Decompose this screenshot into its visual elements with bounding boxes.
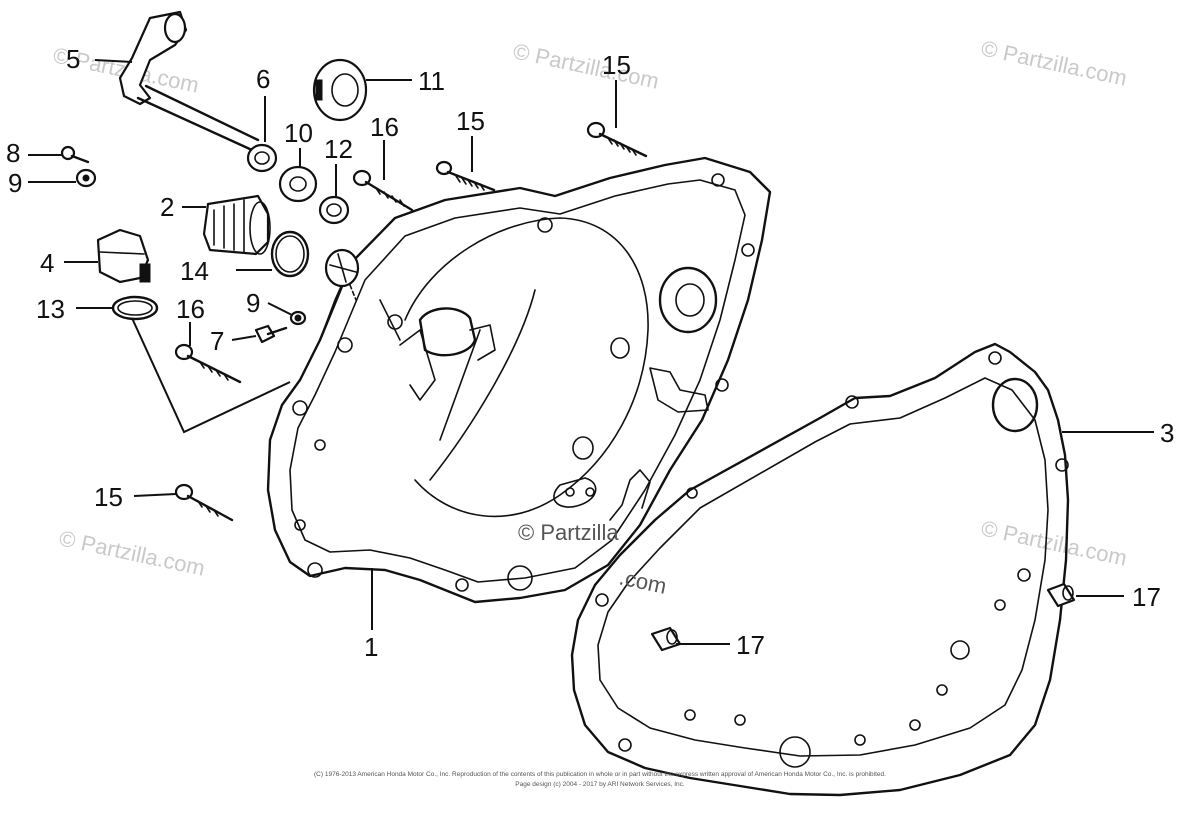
callout-7: 7 <box>210 326 224 356</box>
part-10-washer[interactable] <box>278 165 318 203</box>
callout-5: 5 <box>66 44 80 74</box>
part-11-oil-seal[interactable] <box>312 58 368 122</box>
part-1-crankcase-cover[interactable] <box>266 156 772 604</box>
callout-12: 12 <box>324 134 353 164</box>
callout-9: 9 <box>8 168 22 198</box>
part-4-filler-cap[interactable] <box>96 228 151 284</box>
part-7-bolt[interactable] <box>254 324 288 344</box>
callout-3: 3 <box>1160 418 1174 448</box>
callout-11: 11 <box>418 66 445 96</box>
center-watermark-line1: © Partzilla <box>518 520 619 545</box>
callout-16: 16 <box>176 294 205 324</box>
callout-10: 10 <box>284 118 313 148</box>
part-8-screw[interactable] <box>60 145 90 164</box>
callout-17: 17 <box>1132 582 1161 612</box>
part-12-oring[interactable] <box>318 195 350 225</box>
callout-14: 14 <box>180 256 209 286</box>
footer-line-1: (C) 1976-2013 American Honda Motor Co., … <box>314 771 886 778</box>
bolt-16-b[interactable] <box>174 343 242 384</box>
part-9-washer-b[interactable] <box>289 310 307 326</box>
callout-6: 6 <box>256 64 270 94</box>
part-14-oring[interactable] <box>270 230 310 278</box>
watermark: © Partzilla.com <box>57 525 207 580</box>
callout-15: 15 <box>456 106 485 136</box>
callout-numbers: 5 6 11 10 12 16 15 15 8 9 2 4 14 13 16 9… <box>6 44 1174 662</box>
callout-1: 1 <box>364 632 378 662</box>
footer-copyright: (C) 1976-2013 American Honda Motor Co., … <box>314 771 886 788</box>
center-watermark: © Partzilla .com <box>518 520 669 599</box>
callout-17: 17 <box>736 630 765 660</box>
callout-4: 4 <box>40 248 54 278</box>
callout-9: 9 <box>246 288 260 318</box>
part-2-plug[interactable] <box>202 194 271 256</box>
footer-line-2: Page design (c) 2004 - 2017 by ARI Netwo… <box>515 781 685 788</box>
callout-16: 16 <box>370 112 399 142</box>
callout-2: 2 <box>160 192 174 222</box>
part-6-seal[interactable] <box>246 143 278 173</box>
bolt-15-a[interactable] <box>435 160 496 192</box>
part-5-arm[interactable] <box>118 10 260 152</box>
part-17-dowel-b[interactable] <box>1046 582 1076 608</box>
part-9-washer-a[interactable] <box>75 168 97 188</box>
callout-15: 15 <box>94 482 123 512</box>
bolt-16-a[interactable] <box>352 169 414 212</box>
part-13-oring[interactable] <box>111 295 159 321</box>
center-watermark-line2: .com <box>617 564 669 598</box>
callout-15: 15 <box>602 50 631 80</box>
watermark: © Partzilla.com <box>979 35 1129 90</box>
part-3-gasket[interactable] <box>570 342 1070 797</box>
watermark: © Partzilla.com <box>511 38 661 93</box>
leader-lines <box>28 59 1154 645</box>
callout-13: 13 <box>36 294 65 324</box>
callout-8: 8 <box>6 138 20 168</box>
bolt-15-c[interactable] <box>174 483 234 522</box>
bolt-15-b[interactable] <box>586 121 648 158</box>
part-17-dowel-a[interactable] <box>650 626 682 652</box>
watermark: © Partzilla.com <box>979 515 1129 570</box>
